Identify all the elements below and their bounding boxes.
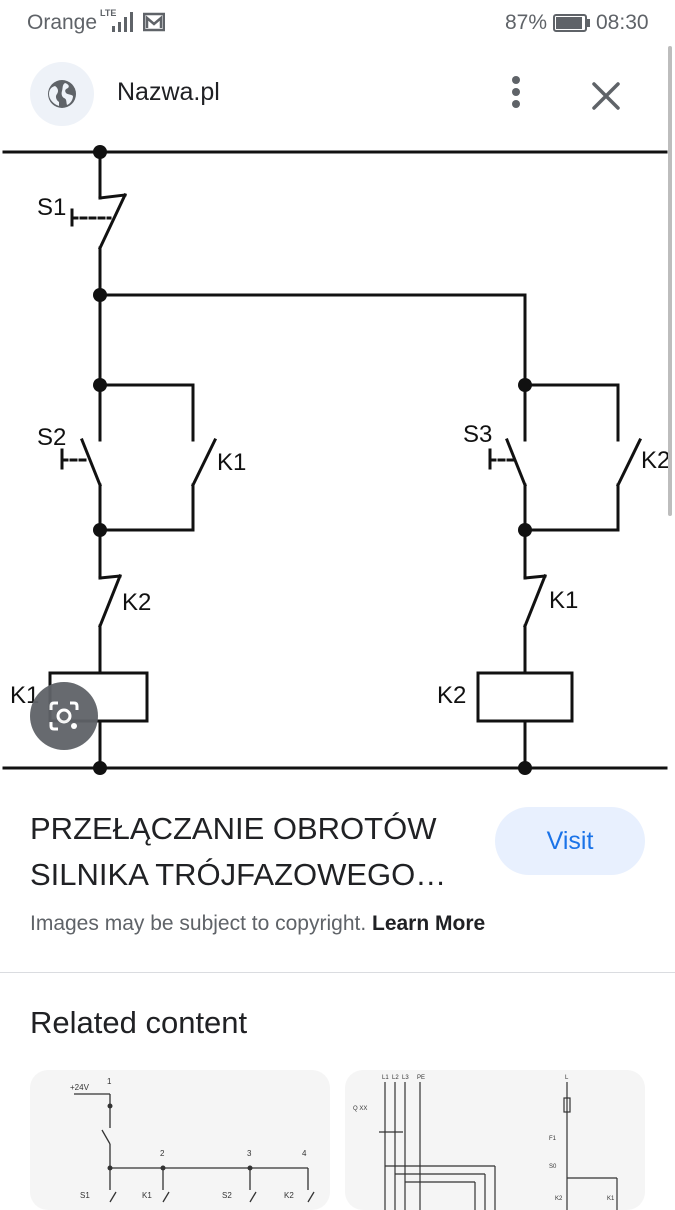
circuit-diagram: S1 S2 S3 K1 K2 K2 K1 K1 K2 bbox=[2, 145, 668, 775]
mail-icon bbox=[143, 12, 165, 32]
card2-f1: F1 bbox=[549, 1136, 557, 1142]
label-k1-contact: K1 bbox=[217, 449, 246, 476]
signal-icon bbox=[112, 12, 133, 32]
card1-n4: 4 bbox=[302, 1149, 307, 1158]
lens-search-icon bbox=[49, 701, 79, 731]
status-bar: Orange LTE 87% 08:30 bbox=[0, 0, 675, 46]
globe-icon bbox=[48, 80, 76, 108]
card1-s2: S2 bbox=[222, 1191, 232, 1200]
label-s3: S3 bbox=[463, 421, 492, 448]
more-vert-icon bbox=[512, 76, 520, 108]
clock: 08:30 bbox=[596, 11, 649, 34]
related-content-heading: Related content bbox=[30, 1005, 248, 1040]
carrier-name: Orange bbox=[27, 11, 98, 34]
label-k2-contact: K2 bbox=[641, 447, 668, 474]
card2-s0: S0 bbox=[549, 1164, 557, 1170]
site-favicon[interactable] bbox=[30, 62, 94, 126]
card2-l3: L3 bbox=[402, 1075, 409, 1081]
battery-icon bbox=[553, 14, 590, 32]
label-s1: S1 bbox=[37, 194, 66, 221]
card2-l2: L2 bbox=[392, 1075, 399, 1081]
card2-l: L bbox=[565, 1075, 569, 1081]
result-title-line1: PRZEŁĄCZANIE OBROTÓW bbox=[30, 811, 437, 846]
scrollbar[interactable] bbox=[668, 46, 672, 516]
label-s2: S2 bbox=[37, 424, 66, 451]
result-title-line2: SILNIKA TRÓJFAZOWEGO… bbox=[30, 857, 447, 892]
card2-l1: L1 bbox=[382, 1075, 389, 1081]
label-k2-coil: K2 bbox=[437, 682, 466, 709]
network-type: LTE bbox=[100, 8, 117, 18]
card1-n1: 1 bbox=[107, 1077, 112, 1086]
card2-pe: PE bbox=[417, 1075, 425, 1081]
label-k2-interlock: K2 bbox=[122, 589, 151, 616]
label-k1-interlock: K1 bbox=[549, 587, 578, 614]
site-name[interactable]: Nazwa.pl bbox=[117, 78, 220, 106]
copyright-text: Images may be subject to copyright. bbox=[30, 912, 372, 935]
card2-k2: K2 bbox=[555, 1196, 563, 1202]
card1-supply: +24V bbox=[70, 1083, 90, 1092]
related-thumbnail-1: +24V 1 2 3 4 S1 K1 S2 K2 bbox=[70, 1077, 315, 1203]
card2-k1: K1 bbox=[607, 1196, 615, 1202]
related-thumbnail-2: L1 L2 L3 PE Q XX L F1 S0 K2 K1 bbox=[353, 1075, 618, 1210]
card2-qxx: Q XX bbox=[353, 1106, 367, 1112]
battery-percent: 87% bbox=[505, 11, 548, 34]
related-card[interactable]: L1 L2 L3 PE Q XX L F1 S0 K2 K1 bbox=[345, 1070, 645, 1210]
image-preview[interactable]: S1 S2 S3 K1 K2 K2 K1 K1 K2 bbox=[0, 142, 668, 778]
more-options-button[interactable] bbox=[498, 74, 534, 114]
card1-s1: S1 bbox=[80, 1191, 90, 1200]
card1-k1: K1 bbox=[142, 1191, 152, 1200]
divider bbox=[0, 972, 675, 973]
related-card[interactable]: +24V 1 2 3 4 S1 K1 S2 K2 bbox=[30, 1070, 330, 1210]
copyright-notice: Images may be subject to copyright. Lear… bbox=[30, 912, 485, 936]
card1-n2: 2 bbox=[160, 1149, 165, 1158]
close-button[interactable] bbox=[584, 74, 628, 118]
card1-n3: 3 bbox=[247, 1149, 252, 1158]
close-icon bbox=[592, 82, 620, 110]
viewer-header: Nazwa.pl bbox=[0, 46, 675, 142]
lens-search-button[interactable] bbox=[30, 682, 98, 750]
result-title[interactable]: PRZEŁĄCZANIE OBROTÓW SILNIKA TRÓJFAZOWEG… bbox=[30, 806, 480, 898]
visit-button[interactable]: Visit bbox=[495, 807, 645, 875]
learn-more-link[interactable]: Learn More bbox=[372, 912, 486, 935]
card1-k2: K2 bbox=[284, 1191, 294, 1200]
